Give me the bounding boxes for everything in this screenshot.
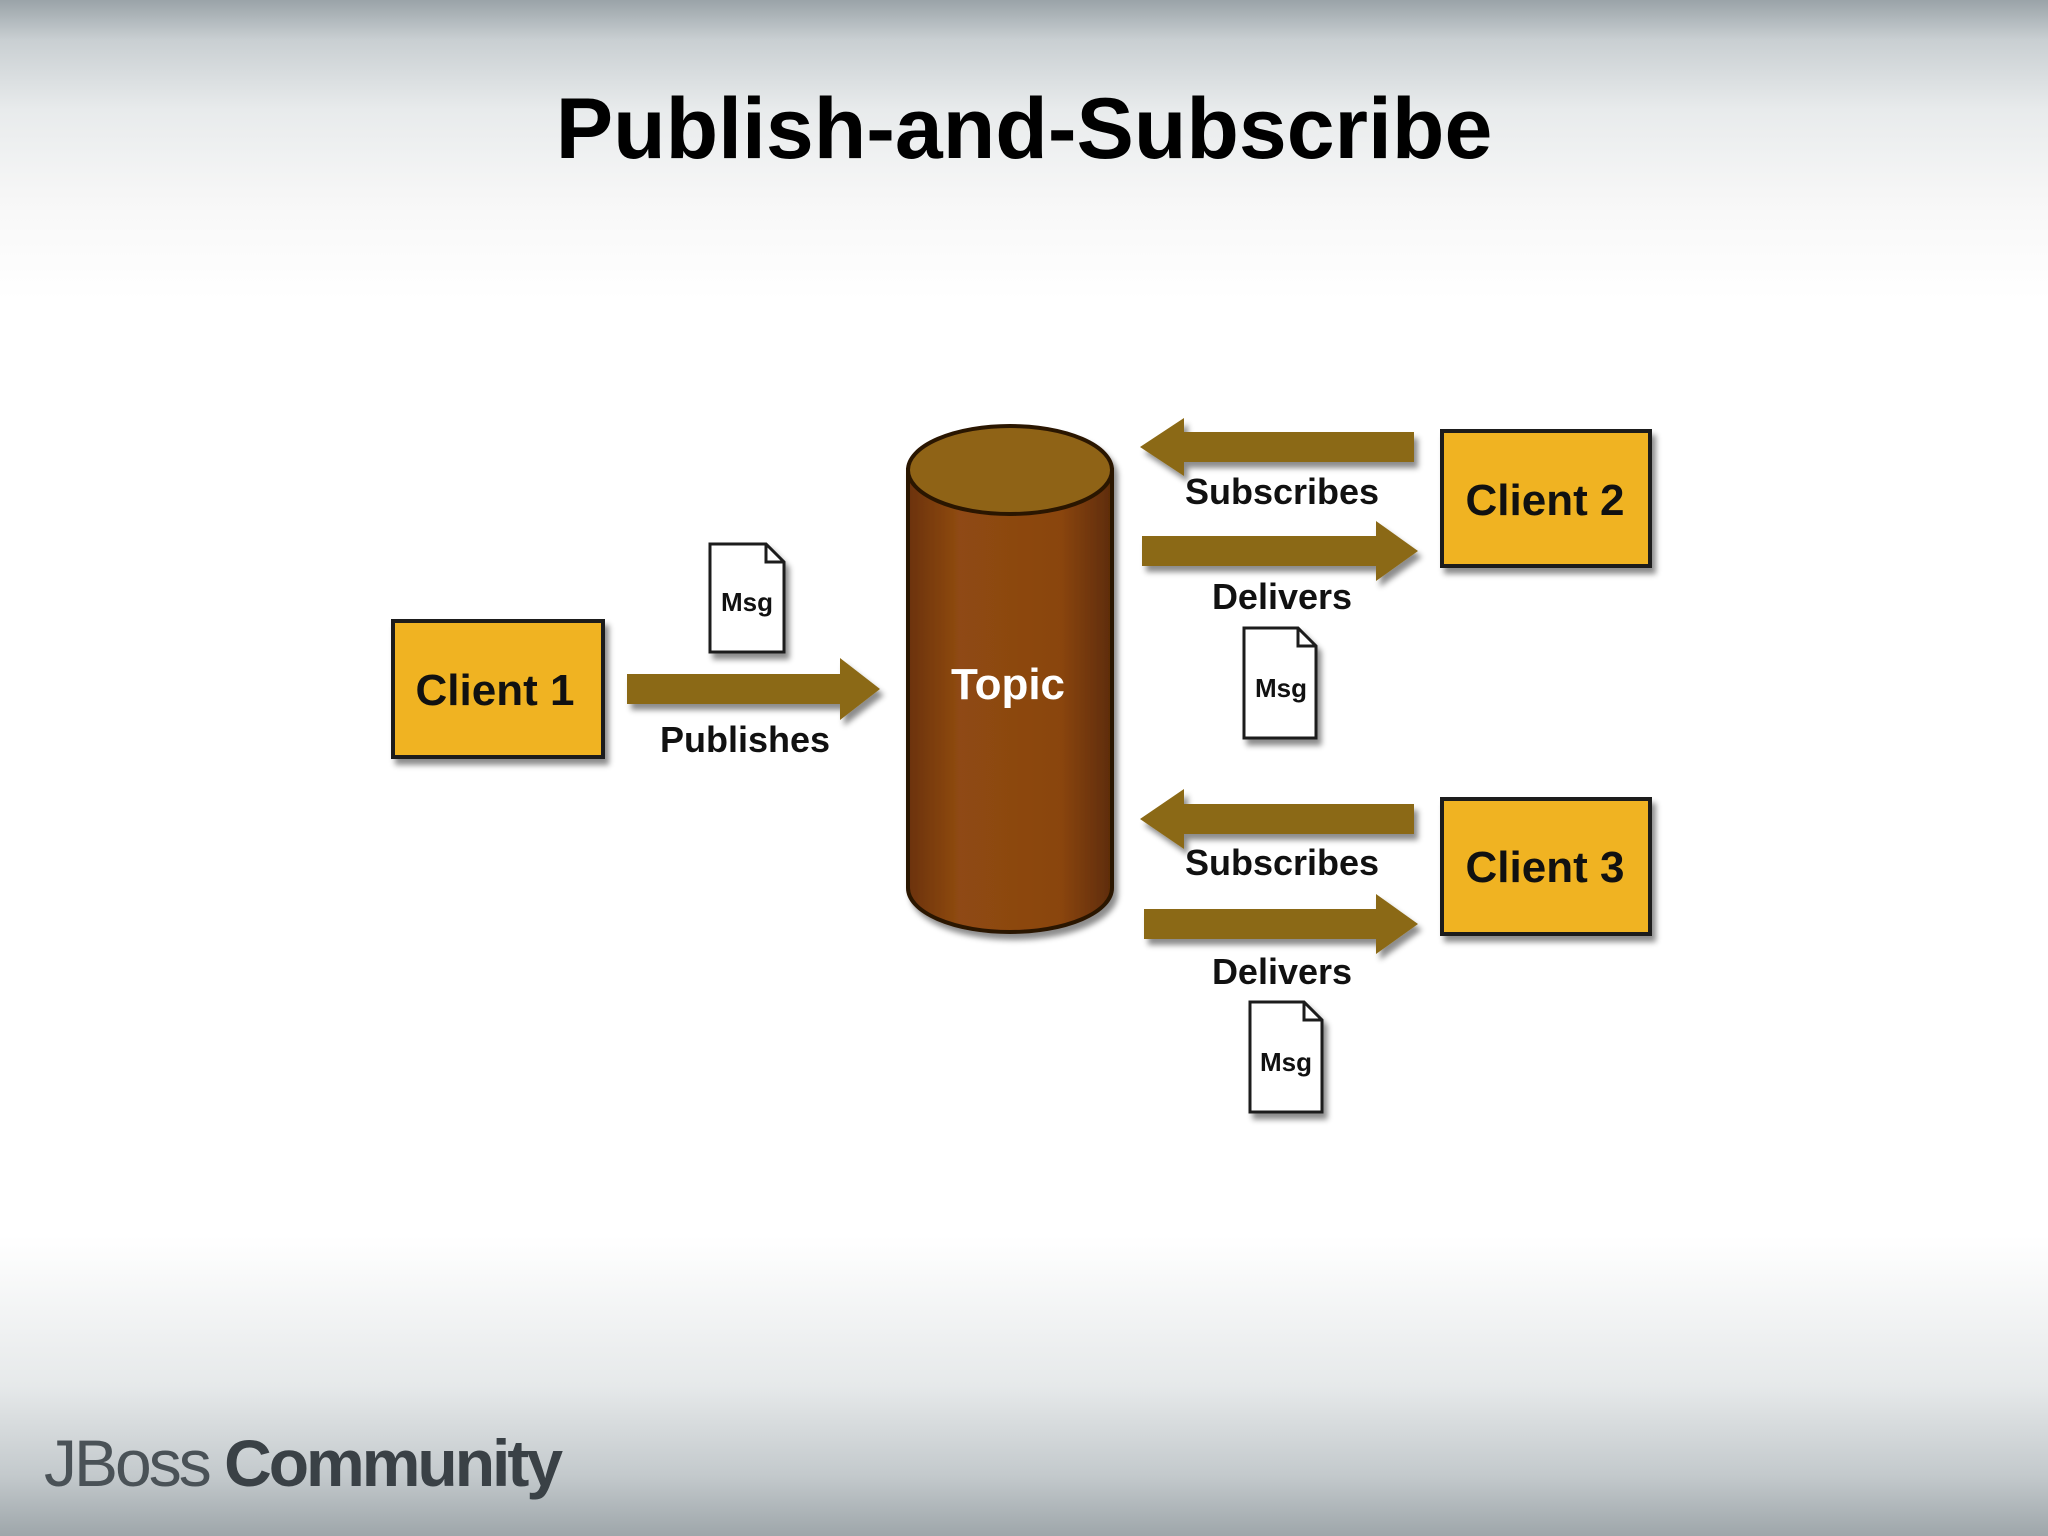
slide-title: Publish-and-Subscribe — [555, 81, 1493, 177]
client-2-label: Client 2 — [1466, 476, 1625, 525]
subscribes-label-client-3: Subscribes — [1185, 842, 1379, 883]
delivers-label-client-3: Delivers — [1212, 951, 1352, 992]
msg-document-icon — [1248, 1000, 1324, 1114]
msg-deliver-2-label: Msg — [1255, 673, 1307, 703]
topic-label: Topic — [951, 660, 1065, 709]
topic-cylinder — [906, 424, 1114, 934]
msg-document-icon — [708, 542, 786, 654]
client-3-label: Client 3 — [1466, 843, 1625, 892]
publishes-label: Publishes — [660, 719, 830, 760]
background-top-band — [0, 0, 2048, 300]
msg-publish-label: Msg — [721, 587, 773, 617]
client-1-node — [391, 619, 605, 759]
client-1-label: Client 1 — [416, 666, 575, 715]
logo-jboss: JBoss — [44, 1426, 212, 1500]
logo-community: Community — [224, 1426, 563, 1500]
background-bottom-band — [0, 1236, 2048, 1536]
subscribes-label-client-2: Subscribes — [1185, 471, 1379, 512]
jboss-community-logo: JBoss Community — [44, 1425, 563, 1505]
client-2-node — [1440, 429, 1652, 568]
delivers-label-client-2: Delivers — [1212, 576, 1352, 617]
publishes-arrow — [627, 658, 880, 720]
subscribes-arrow-client-2 — [1140, 418, 1414, 476]
delivers-arrow-client-3 — [1144, 894, 1418, 954]
msg-deliver-3-label: Msg — [1260, 1047, 1312, 1077]
subscribes-arrow-client-3 — [1140, 789, 1414, 849]
client-3-node — [1440, 797, 1652, 936]
delivers-arrow-client-2 — [1142, 521, 1418, 581]
msg-document-icon — [1242, 626, 1318, 740]
